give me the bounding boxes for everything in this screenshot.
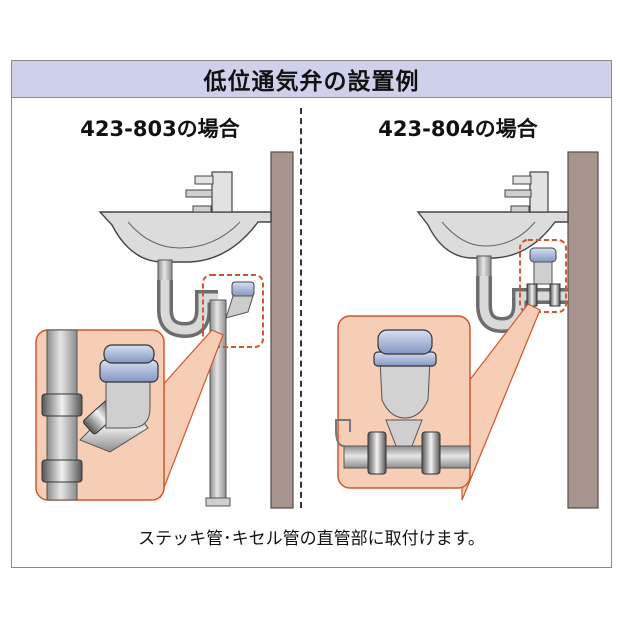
wall-right: [567, 151, 599, 509]
highlight-box-803: [202, 274, 264, 348]
panel-heading-804: 423-804の場合: [378, 117, 538, 141]
basin-left: [98, 211, 272, 263]
panel-divider: [300, 108, 302, 508]
panel-803-illustration: [35, 151, 294, 509]
installation-caption: ステッキ管･キセル管の直管部に取付けます。: [138, 529, 485, 549]
faucet-body-left: [211, 171, 233, 213]
title-bar: 低位通気弁の設置例: [11, 60, 612, 98]
panel-heading-803: 423-803の場合: [80, 117, 240, 141]
basin-right: [416, 211, 569, 259]
wall-left: [270, 151, 294, 509]
panel-804-illustration: [335, 151, 599, 509]
diagram-title: 低位通気弁の設置例: [203, 69, 420, 95]
